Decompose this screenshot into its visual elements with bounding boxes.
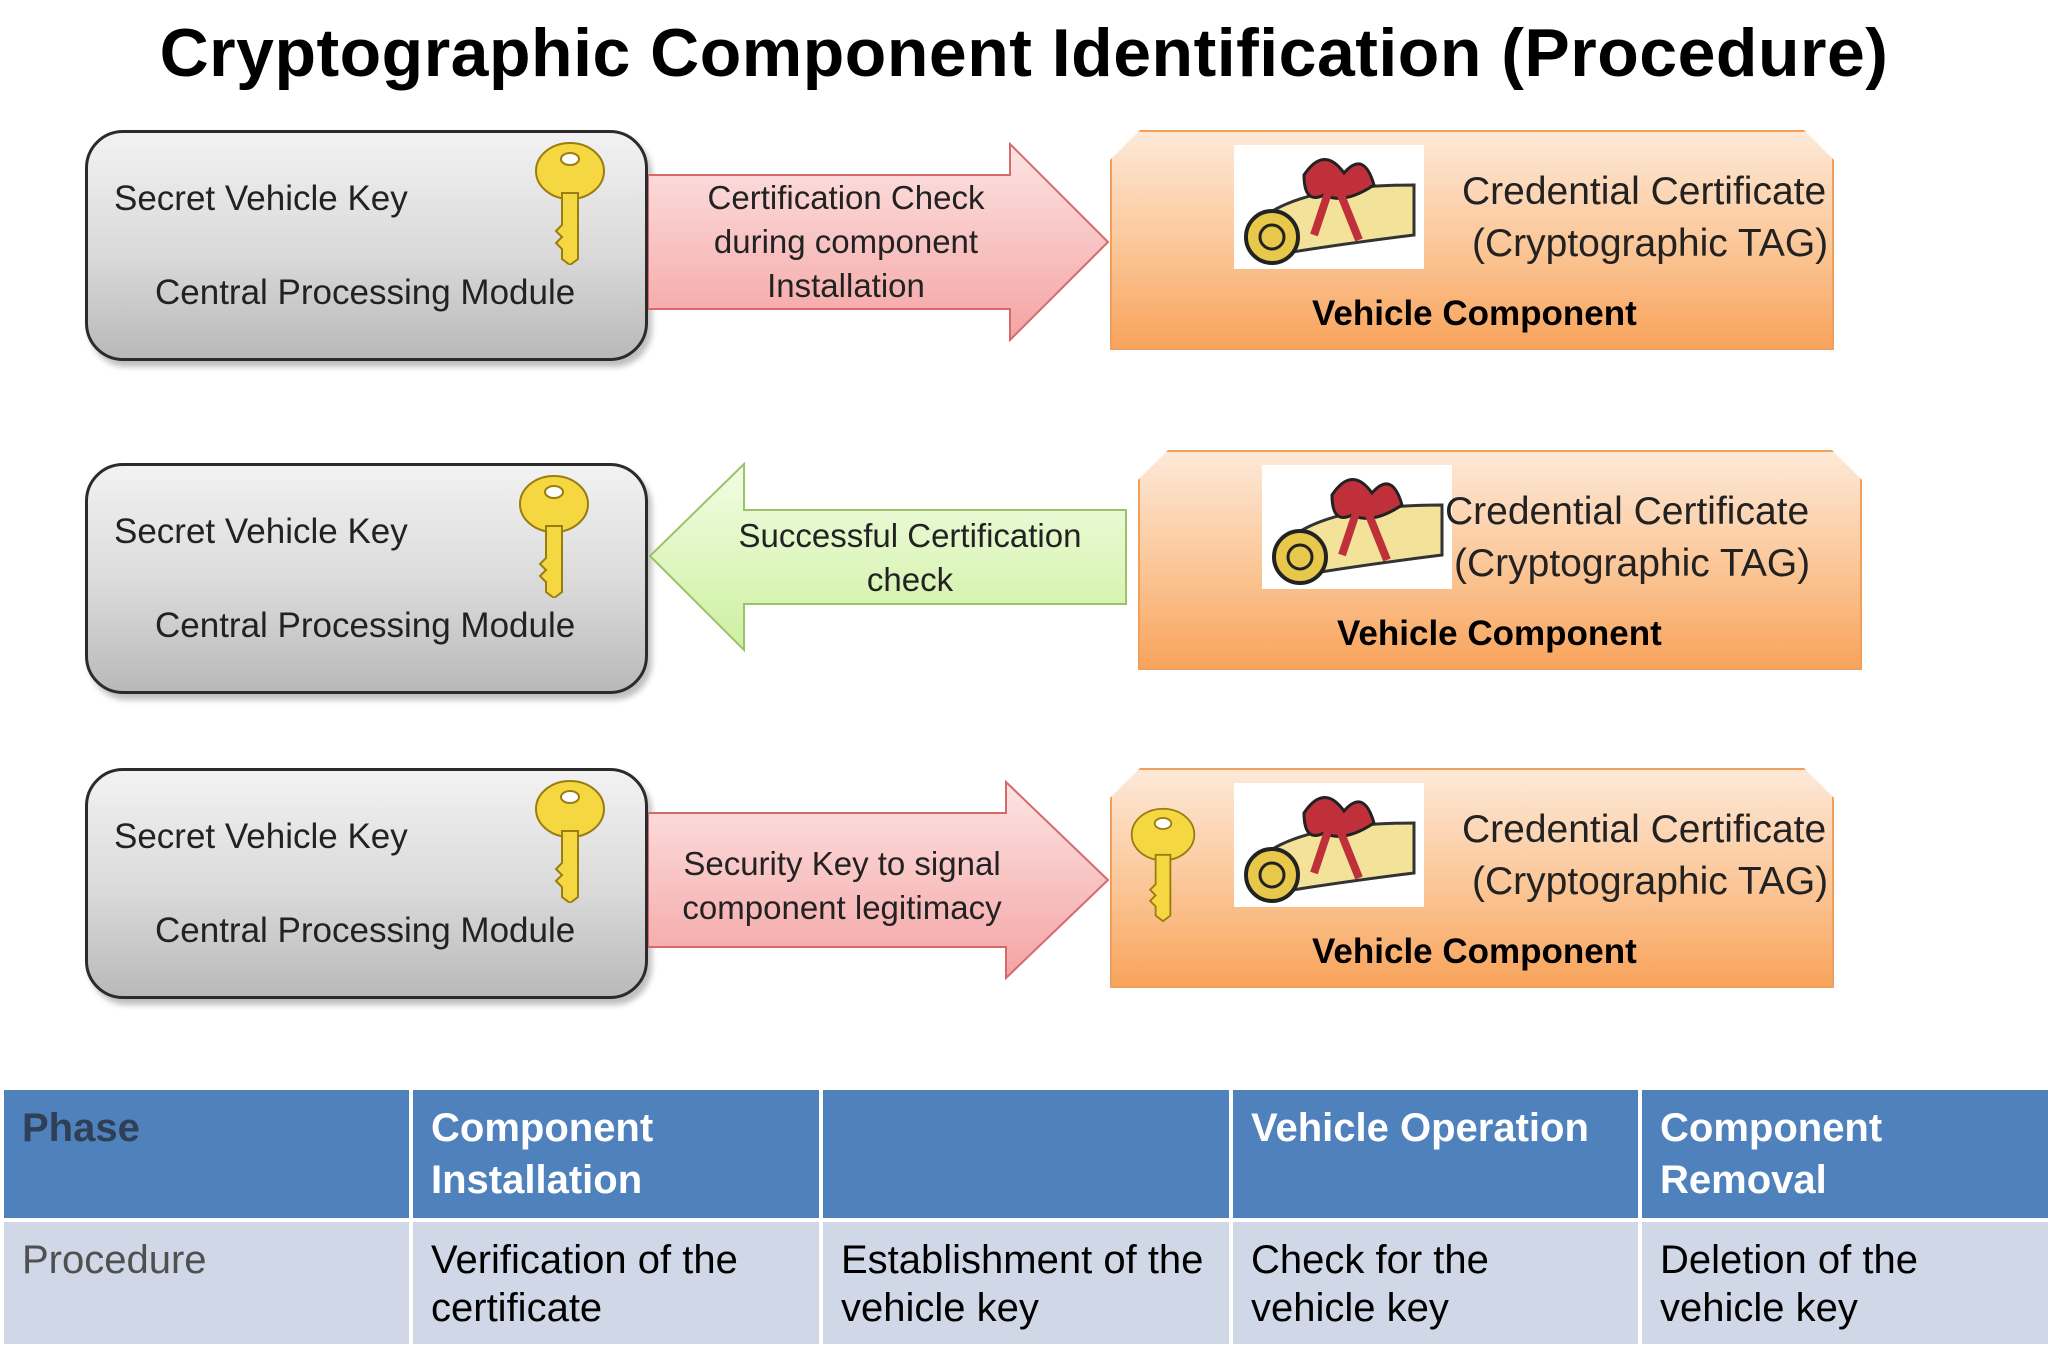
table-cell: Procedure xyxy=(0,1218,413,1348)
arrow-text-line: Successful Certification xyxy=(738,517,1082,554)
arrow-text-line: Installation xyxy=(767,267,925,304)
table-cell: Establishment of the vehicle key xyxy=(819,1218,1233,1348)
credential-certificate-text: Credential Certificate xyxy=(1445,490,1810,533)
key-icon xyxy=(535,780,605,903)
credential-certificate-text: Credential Certificate xyxy=(1462,170,1827,213)
central-processing-module-3: Secret Vehicle Key Central Processing Mo… xyxy=(85,768,648,999)
vehicle-component-label: Vehicle Component xyxy=(1312,294,1637,333)
certificate-scroll-icon xyxy=(1234,145,1424,269)
cryptographic-tag-text: (Cryptographic TAG) xyxy=(1472,860,1829,903)
module-label: Central Processing Module xyxy=(155,273,576,312)
key-icon xyxy=(519,475,589,598)
module-label: Central Processing Module xyxy=(155,606,576,645)
vehicle-component-3: Credential Certificate (Cryptographic TA… xyxy=(1110,768,1834,988)
certificate-scroll-icon xyxy=(1262,465,1452,589)
arrow-text-line: component legitimacy xyxy=(682,889,1002,926)
table-cell: Deletion of the vehicle key xyxy=(1638,1218,2048,1348)
secret-vehicle-key-label: Secret Vehicle Key xyxy=(114,817,408,856)
table-header-cell: Phase xyxy=(0,1086,413,1222)
vehicle-component-label: Vehicle Component xyxy=(1337,614,1662,653)
table-header-cell: Component Removal xyxy=(1638,1086,2048,1222)
certificate-scroll-icon xyxy=(1234,783,1424,907)
arrow-text-3: Security Key to signal component legitim… xyxy=(664,842,1020,930)
table-cell: Check for the vehicle key xyxy=(1229,1218,1642,1348)
key-icon xyxy=(535,142,605,265)
security-key-arrow xyxy=(648,780,1110,980)
table-row: Procedure Verification of the certificat… xyxy=(0,1218,2048,1348)
vehicle-component-label: Vehicle Component xyxy=(1312,932,1637,971)
arrow-text-line: Security Key to signal xyxy=(683,845,1001,882)
module-label: Central Processing Module xyxy=(155,911,576,950)
cryptographic-tag-text: (Cryptographic TAG) xyxy=(1472,222,1829,265)
page-title: Cryptographic Component Identification (… xyxy=(159,15,1889,91)
arrow-text-line: Certification Check xyxy=(707,179,985,216)
cryptographic-tag-text: (Cryptographic TAG) xyxy=(1454,542,1811,585)
key-icon xyxy=(1130,807,1196,923)
secret-vehicle-key-label: Secret Vehicle Key xyxy=(114,179,408,218)
arrow-text-2: Successful Certification check xyxy=(730,514,1090,602)
certification-check-arrow xyxy=(648,142,1110,342)
phase-table: Phase Component Installation Vehicle Ope… xyxy=(0,1086,2048,1348)
successful-certification-arrow xyxy=(648,462,1127,653)
arrow-text-line: during component xyxy=(713,223,979,260)
table-header-cell xyxy=(819,1086,1233,1222)
table-header-cell: Component Installation xyxy=(409,1086,823,1222)
vehicle-component-2: Credential Certificate (Cryptographic TA… xyxy=(1138,450,1862,670)
secret-vehicle-key-label: Secret Vehicle Key xyxy=(114,512,408,551)
table-header-row: Phase Component Installation Vehicle Ope… xyxy=(0,1086,2048,1222)
central-processing-module-1: Secret Vehicle Key Central Processing Mo… xyxy=(85,130,648,361)
credential-certificate-text: Credential Certificate xyxy=(1462,808,1827,851)
vehicle-component-1: Credential Certificate (Cryptographic TA… xyxy=(1110,130,1834,350)
table-header-cell: Vehicle Operation xyxy=(1229,1086,1642,1222)
arrow-text-line: check xyxy=(866,561,954,598)
central-processing-module-2: Secret Vehicle Key Central Processing Mo… xyxy=(85,463,648,694)
table-cell: Verification of the certificate xyxy=(409,1218,823,1348)
arrow-text-1: Certification Check during component Ins… xyxy=(668,176,1024,308)
